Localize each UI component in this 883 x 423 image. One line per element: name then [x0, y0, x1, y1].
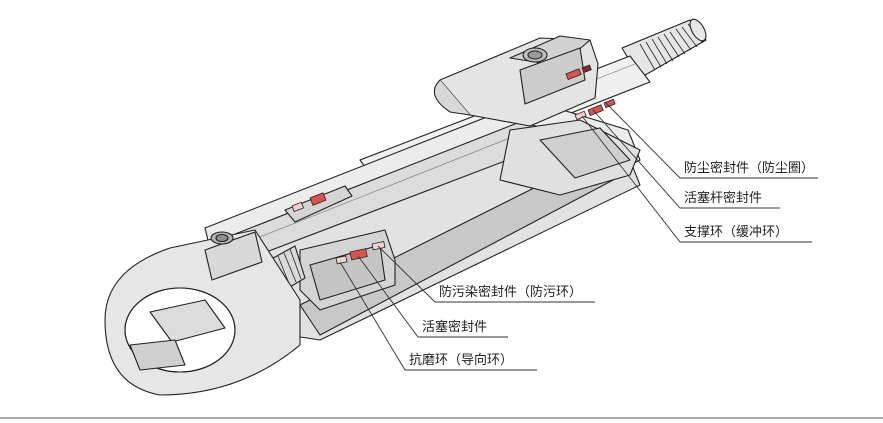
rod-seal-lower [587, 104, 604, 116]
label-wear-ring: 抗磨环（导向环） [409, 352, 513, 368]
leader-wear-ring [339, 261, 537, 371]
label-support-ring: 支撑环（缓冲环） [684, 225, 788, 240]
label-contamination-seal: 防污染密封件（防污环） [439, 284, 582, 300]
piston-seal-upper [309, 192, 327, 206]
leader-piston-seal [357, 255, 508, 338]
seal-components [291, 64, 616, 265]
leader-contamination-seal [377, 245, 595, 303]
piston-seal-upper-2 [291, 201, 304, 212]
threaded-rod-end [621, 18, 707, 79]
label-rod-seal: 活塞杆密封件 [684, 190, 762, 206]
rear-clevis-eye [104, 229, 301, 396]
label-piston-seal: 活塞密封件 [422, 319, 487, 335]
label-dust-seal: 防尘密封件（防尘圈） [684, 160, 814, 176]
wear-ring [335, 255, 348, 265]
piston [284, 185, 396, 311]
contamination-seal [371, 241, 386, 251]
rod-seal-upper-2 [581, 64, 592, 74]
rod-seal-upper [565, 68, 582, 80]
leader-dust-seal [605, 102, 818, 179]
support-ring [574, 110, 587, 121]
leader-rod-seal [592, 109, 780, 209]
cylinder-illustration [104, 18, 707, 396]
dust-wiper-seal [603, 98, 616, 109]
leader-support-ring [581, 115, 812, 243]
leader-lines [339, 102, 818, 371]
component-labels: 防尘密封件（防尘圈） 活塞杆密封件 支撑环（缓冲环） 防污染密封件（防污环） 活… [409, 160, 814, 368]
head-block [433, 35, 641, 196]
